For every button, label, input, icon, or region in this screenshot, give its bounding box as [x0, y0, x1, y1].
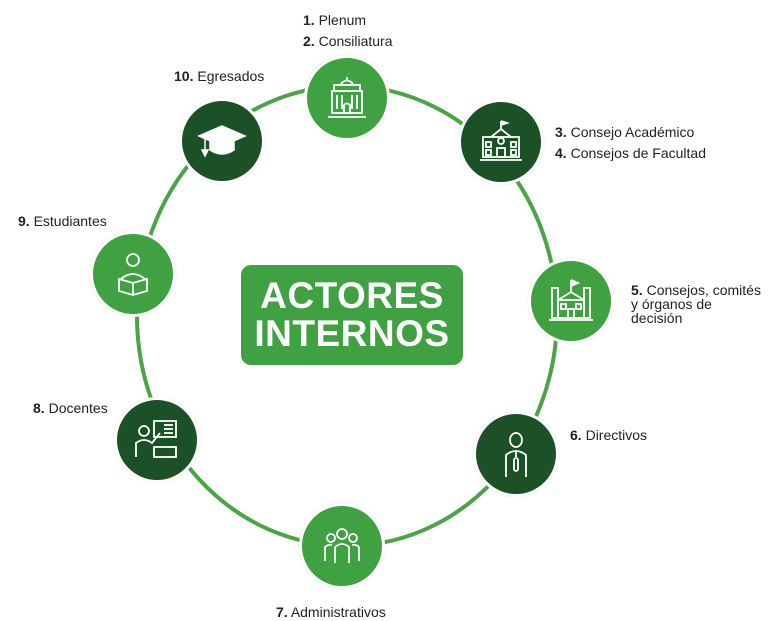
- node-estudiantes: [90, 231, 176, 317]
- node-directivos: [473, 411, 559, 497]
- graduation-cap-icon: [197, 125, 247, 158]
- node-consejos-comites: [528, 258, 614, 344]
- label-8: 8. Docentes: [33, 400, 108, 416]
- school-flag-icon: [480, 120, 522, 161]
- center-title-box: ACTORES INTERNOS: [241, 265, 463, 365]
- group-people-icon: [324, 528, 360, 563]
- label-9: 9. Estudiantes: [18, 213, 107, 229]
- student-reading-icon: [118, 253, 148, 296]
- executive-person-icon: [505, 432, 527, 477]
- label-3: 3. Consejo Académico: [555, 124, 695, 140]
- label-1: 1. Plenum: [303, 12, 367, 28]
- center-title-line-2: INTERNOS: [254, 313, 450, 354]
- node-docentes: [114, 397, 200, 483]
- teacher-board-icon: [135, 420, 177, 458]
- label-2: 2. Consiliatura: [303, 33, 393, 49]
- campus-building-icon: [549, 279, 593, 321]
- node-egresados: [179, 98, 265, 184]
- center-title-line-1: ACTORES: [260, 275, 444, 316]
- node-plenum-consiliatura: [304, 55, 390, 141]
- label-7: 7. Administrativos: [276, 604, 386, 620]
- label-6: 6. Directivos: [570, 427, 648, 443]
- building-columns-icon: [328, 77, 366, 118]
- node-consejo-academico: [458, 99, 544, 185]
- node-administrativos: [299, 503, 385, 589]
- label-4: 4. Consejos de Facultad: [555, 145, 706, 161]
- label-5: 5. Consejos, comités y órganos de decisi…: [631, 282, 761, 326]
- label-10: 10. Egresados: [174, 68, 265, 84]
